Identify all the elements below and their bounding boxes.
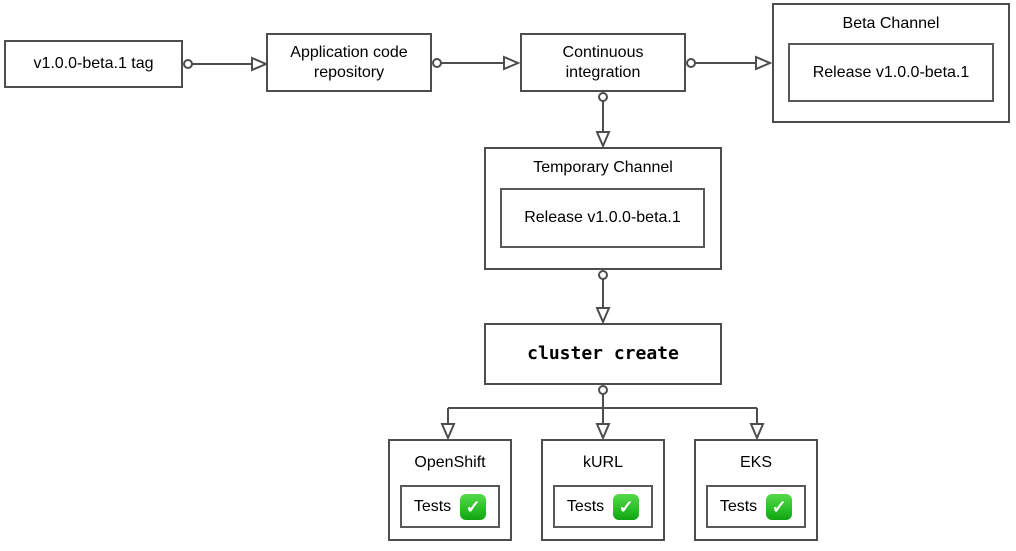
check-icon: ✓	[613, 493, 640, 520]
connector-tag-to-repo	[183, 56, 269, 72]
eks-title: EKS	[739, 454, 772, 471]
check-glyph: ✓	[465, 496, 481, 517]
check-icon: ✓	[766, 493, 793, 520]
temporary-channel-title: Temporary Channel	[533, 159, 673, 176]
node-temporary-release: Release v1.0.0-beta.1	[500, 188, 705, 248]
connector-ci-to-beta-channel	[686, 55, 773, 71]
openshift-title: OpenShift	[414, 454, 486, 471]
node-cluster-create: cluster create	[484, 323, 722, 385]
connector-ci-to-temporary-channel	[595, 92, 611, 149]
kurl-tests-box: Tests ✓	[553, 485, 653, 528]
node-beta-release: Release v1.0.0-beta.1	[788, 43, 994, 102]
node-kurl: kURL Tests ✓	[541, 439, 665, 541]
check-glyph: ✓	[771, 496, 787, 517]
node-version-tag: v1.0.0-beta.1 tag	[4, 40, 183, 88]
openshift-tests-box: Tests ✓	[400, 485, 500, 528]
node-continuous-integration: Continuous integration	[520, 33, 686, 92]
beta-channel-title: Beta Channel	[842, 15, 940, 32]
node-application-code-repository: Application code repository	[266, 33, 432, 92]
connector-cluster-create-to-clusters	[440, 385, 765, 441]
node-eks: EKS Tests ✓	[694, 439, 818, 541]
node-beta-channel: Beta Channel Release v1.0.0-beta.1	[772, 3, 1010, 123]
version-tag-label: v1.0.0-beta.1 tag	[33, 55, 154, 73]
eks-tests-box: Tests ✓	[706, 485, 806, 528]
kurl-title: kURL	[582, 454, 623, 471]
tests-label: Tests	[413, 497, 452, 515]
tests-label: Tests	[566, 497, 605, 515]
check-icon: ✓	[460, 493, 487, 520]
node-temporary-channel: Temporary Channel Release v1.0.0-beta.1	[484, 147, 722, 270]
tests-label: Tests	[719, 497, 758, 515]
temporary-release-label: Release v1.0.0-beta.1	[524, 209, 681, 227]
check-glyph: ✓	[618, 496, 634, 517]
beta-release-label: Release v1.0.0-beta.1	[812, 63, 970, 81]
connector-repo-to-ci	[432, 55, 521, 71]
connector-temporary-to-cluster-create	[595, 270, 611, 325]
application-code-repository-label: Application code repository	[290, 44, 408, 81]
cluster-create-label: cluster create	[527, 343, 679, 365]
node-openshift: OpenShift Tests ✓	[388, 439, 512, 541]
continuous-integration-label: Continuous integration	[562, 44, 644, 81]
